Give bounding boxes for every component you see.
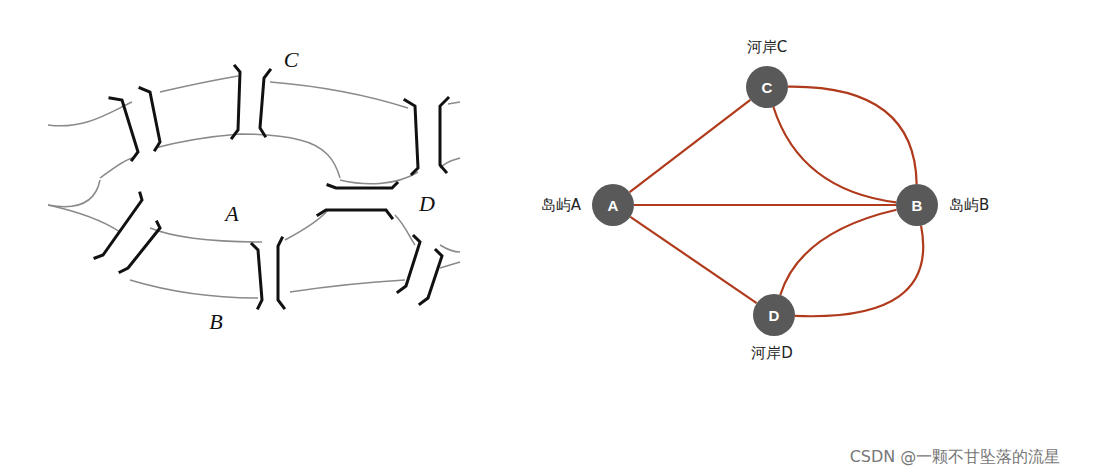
bridge-edge (630, 217, 756, 303)
bridges (95, 66, 448, 308)
graph-vertex: D河岸D (753, 294, 795, 336)
bridge-edge (630, 100, 751, 192)
river-banks (48, 76, 460, 298)
graph-vertex: C河岸C (746, 66, 788, 108)
vertex-letter: D (769, 307, 780, 324)
vertex-letter: C (762, 79, 773, 96)
bridge-edge (773, 107, 896, 202)
graph-vertex: B岛屿B (896, 184, 938, 226)
bridge-edge (780, 210, 896, 295)
bridge-edge (788, 87, 917, 184)
graph-vertex: A岛屿A (592, 184, 634, 226)
vertex-letter: B (912, 197, 923, 214)
vertex-name: 岛屿B (949, 196, 989, 215)
region-letter: A (225, 201, 238, 227)
region-letter: B (209, 309, 222, 335)
region-letter: C (284, 47, 299, 73)
vertex-name: 河岸C (747, 38, 787, 57)
vertex-name: 河岸D (751, 344, 793, 363)
watermark: CSDN @一颗不甘坠落的流星 (850, 447, 1061, 468)
bridge-edge (795, 226, 923, 317)
vertex-letter: A (608, 197, 619, 214)
region-letter: D (419, 191, 435, 217)
vertex-name: 岛屿A (541, 196, 581, 215)
bridge-edge (634, 204, 896, 206)
